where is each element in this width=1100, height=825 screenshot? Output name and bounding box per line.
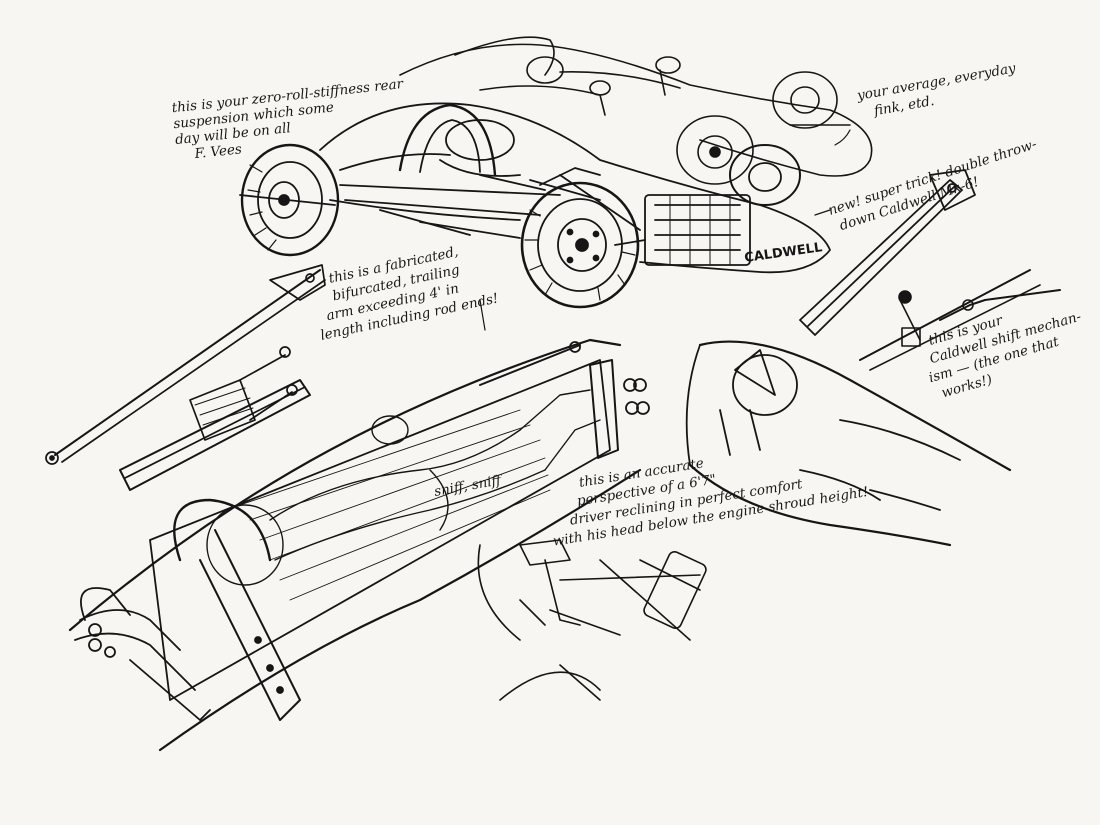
rear-left-wheel <box>240 143 340 257</box>
note-driver-perspective: this is an accurate perspective of a 6'7… <box>552 455 870 549</box>
mirror <box>589 56 681 116</box>
shift-mechanism <box>859 269 1061 371</box>
bg-front-wheel <box>676 115 754 185</box>
reclining-driver <box>206 389 601 586</box>
note-shift-mechanism: this is your Caldwell shift mechan- ism … <box>927 309 1084 402</box>
brand-lettering: CALDWELL <box>743 240 823 266</box>
note-average-fink: your average, everyday fink, etd. <box>855 60 1017 119</box>
note-rear-suspension: this is your zero-roll-stiffness rear su… <box>171 76 405 162</box>
leader-lines <box>479 129 851 331</box>
note-trailing-arm: this is a fabricated, bifurcated, traili… <box>319 244 500 344</box>
background-car <box>399 36 873 185</box>
bg-rear-wheel <box>772 71 838 129</box>
note-average-fink-line-1: your average, everyday <box>855 60 1017 104</box>
throwdown-spar <box>799 169 976 336</box>
rear-right-wheel <box>520 181 640 309</box>
main-car: CALDWELL <box>239 102 831 309</box>
note-rear-suspension-line-4: F. Vees <box>193 141 243 162</box>
trailing-arm <box>45 264 326 491</box>
pedal-assembly <box>477 539 707 701</box>
rear-fittings <box>623 378 650 415</box>
engine-shroud <box>685 340 1012 547</box>
front-wheel <box>729 144 801 206</box>
